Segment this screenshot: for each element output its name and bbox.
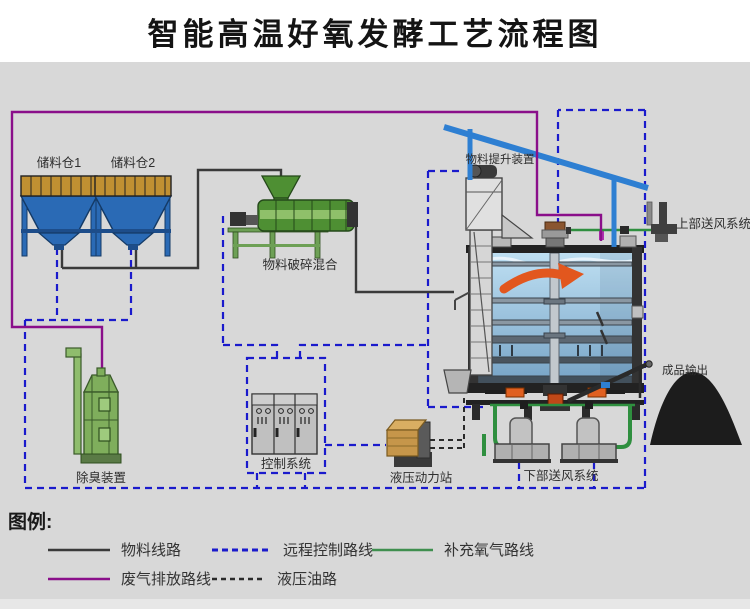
- lower-blower-right: [560, 417, 618, 463]
- legend-label: 远程控制路线: [283, 542, 374, 559]
- elevator-boot-hopper: [443, 369, 472, 394]
- elevator-chute: [501, 213, 534, 239]
- legend-item-material: 物料线路: [48, 539, 181, 560]
- crusher-outlet: [347, 202, 358, 227]
- legend-label: 液压油路: [277, 571, 338, 588]
- crusher-mixer: [227, 175, 358, 259]
- control-system-dashed-box: [245, 356, 327, 475]
- legend-label: 废气排放路线: [121, 571, 212, 588]
- canopy-roof: [443, 124, 649, 247]
- remote-control-line-swatch: [212, 548, 272, 551]
- legend-title: 图例:: [8, 512, 53, 533]
- bottom-strip: [0, 599, 750, 609]
- legend: 图例: 物料线路 远程控制路线 补充氧气路线 废气排放路线: [0, 499, 750, 609]
- lower-blower-left: [493, 417, 551, 463]
- hydraulic-power-station: [385, 419, 432, 467]
- storage-hopper-2: [93, 175, 173, 257]
- valve-icon: [620, 226, 629, 234]
- hydraulic-label: 液压动力站: [390, 470, 453, 485]
- control-cabinets: [251, 393, 318, 455]
- product-output: [567, 360, 742, 445]
- material-line-swatch: [48, 548, 110, 551]
- tank-bottom-drive: [485, 385, 625, 411]
- storage-hopper-1: [19, 175, 99, 257]
- control-label: 控制系统: [261, 457, 311, 471]
- deodorizer-tower: [65, 347, 122, 464]
- fermentation-tank: [466, 221, 644, 420]
- process-diagram: 储料仓1 储料仓2 物料破碎混合 物料提升装置 上部送风系统 成品输出 下部送风…: [10, 108, 750, 490]
- pipe-fitting: [520, 401, 528, 409]
- legend-item-oxygen: 补充氧气路线: [372, 539, 534, 560]
- diagram-labels: 储料仓1 储料仓2 物料破碎混合 物料提升装置 上部送风系统 成品输出 下部送风…: [37, 152, 750, 485]
- remote-control-lines: [23, 108, 647, 490]
- page-title: 智能高温好氧发酵工艺流程图: [147, 16, 603, 52]
- crusher-motor: [230, 212, 246, 226]
- waste-gas-line: [10, 110, 603, 374]
- legend-label: 物料线路: [121, 542, 182, 559]
- pipe-fitting: [566, 227, 571, 234]
- hopper1-label: 储料仓1: [37, 155, 82, 170]
- upper-air-label: 上部送风系统: [676, 216, 750, 231]
- product-label: 成品输出: [662, 363, 708, 377]
- waste-gas-line-swatch: [48, 577, 110, 580]
- title-bar: 智能高温好氧发酵工艺流程图: [0, 0, 750, 62]
- crusher-label: 物料破碎混合: [262, 257, 338, 272]
- hydraulic-oil-lines: [430, 398, 465, 449]
- rotation-arrow-icon: [499, 263, 584, 294]
- conveyor-drive: [601, 382, 610, 388]
- elevator-label: 物料提升装置: [466, 152, 535, 166]
- product-pile: [650, 372, 742, 445]
- upper-blower: [646, 201, 677, 242]
- material-elevator: [443, 164, 534, 394]
- legend-item-hydraulic-oil: 液压油路: [212, 568, 337, 589]
- material-lines: [60, 168, 454, 294]
- pipe-fitting: [585, 401, 593, 409]
- legend-item-remote-control: 远程控制路线: [212, 539, 373, 560]
- oxygen-line-swatch: [372, 548, 433, 551]
- hydraulic-oil-line-swatch: [212, 577, 266, 580]
- deodorizer-label: 除臭装置: [76, 470, 126, 485]
- legend-item-waste-gas: 废气排放路线: [48, 568, 211, 589]
- hopper2-label: 储料仓2: [111, 155, 156, 170]
- lower-air-label: 下部送风系统: [523, 468, 598, 483]
- legend-label: 补充氧气路线: [444, 542, 535, 559]
